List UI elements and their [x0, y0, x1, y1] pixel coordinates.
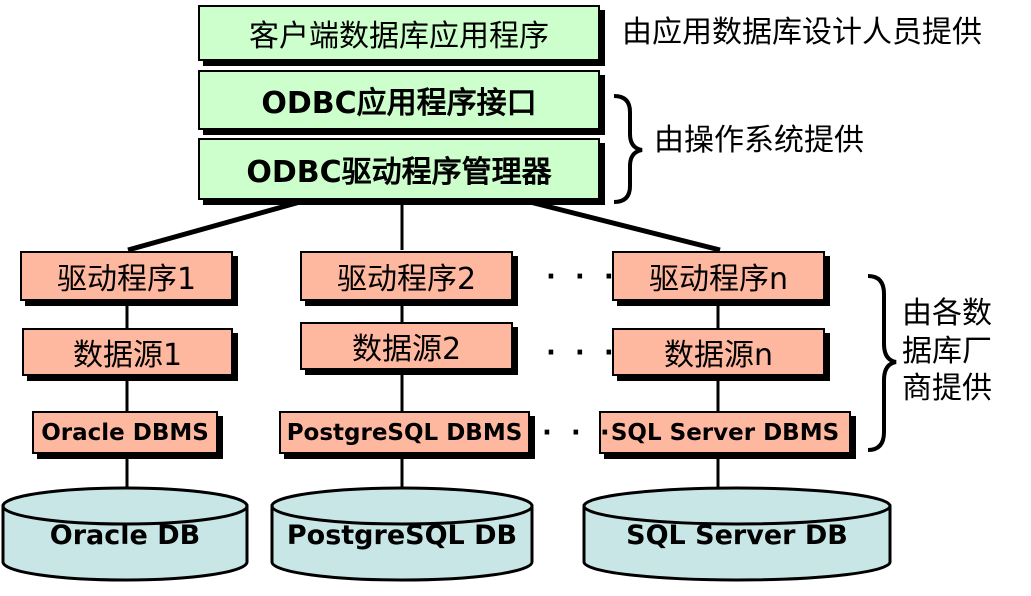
odbc-manager-label: ODBC驱动程序管理器 [246, 155, 552, 190]
driver-label-1: 驱动程序1 [56, 262, 197, 297]
dbms-box-n: SQL Server DBMS [599, 411, 851, 454]
odbc-manager-box: ODBC驱动程序管理器 [198, 138, 600, 200]
note-vendor-line2: 据库厂 [902, 333, 992, 369]
dbms-box-1: Oracle DBMS [32, 411, 218, 454]
driver-box-1: 驱动程序1 [20, 251, 233, 301]
cylinder-sqlserver [582, 486, 892, 582]
dbms-label-1: Oracle DBMS [41, 419, 209, 446]
client-app-label: 客户端数据库应用程序 [249, 19, 549, 54]
dbms-label-n: SQL Server DBMS [610, 419, 840, 446]
dbms-box-2: PostgreSQL DBMS [279, 411, 530, 454]
note-vendor-provider: 由各数 据库厂 商提供 [902, 295, 992, 408]
note-vendor-line3: 商提供 [902, 371, 992, 406]
db-label-2: PostgreSQL DB [286, 520, 518, 551]
connector-manager-driver1 [127, 199, 301, 253]
db-label-1: Oracle DB [49, 520, 201, 551]
datasource-box-2: 数据源2 [300, 322, 513, 370]
driver-box-2: 驱动程序2 [300, 251, 513, 301]
datasource-box-1: 数据源1 [22, 328, 233, 376]
odbc-api-box: ODBC应用程序接口 [198, 70, 600, 130]
client-app-box: 客户端数据库应用程序 [198, 5, 600, 61]
dbms-label-2: PostgreSQL DBMS [286, 419, 523, 446]
driver-box-n: 驱动程序n [612, 251, 825, 301]
driver-label-2: 驱动程序2 [336, 262, 477, 297]
ellipsis-drivers: · · · [546, 262, 619, 292]
datasource-label-2: 数据源2 [351, 332, 462, 367]
datasource-box-n: 数据源n [612, 328, 825, 376]
note-vendor-line1: 由各数 [902, 296, 992, 331]
driver-label-n: 驱动程序n [648, 262, 788, 297]
cylinder-oracle [1, 486, 249, 582]
brace-os [613, 94, 643, 204]
note-os-provider: 由操作系统提供 [654, 123, 864, 158]
brace-vendor [867, 274, 897, 452]
datasource-label-1: 数据源1 [72, 338, 183, 373]
ellipsis-sources: · · · [546, 338, 619, 368]
db-label-n: SQL Server DB [626, 520, 848, 551]
datasource-label-n: 数据源n [663, 338, 773, 373]
cylinder-postgresql [270, 486, 534, 582]
note-app-provider: 由应用数据库设计人员提供 [622, 15, 982, 50]
odbc-api-label: ODBC应用程序接口 [261, 86, 537, 121]
ellipsis-dbms: · · · [542, 418, 615, 448]
connector-manager-drivern [529, 199, 721, 253]
